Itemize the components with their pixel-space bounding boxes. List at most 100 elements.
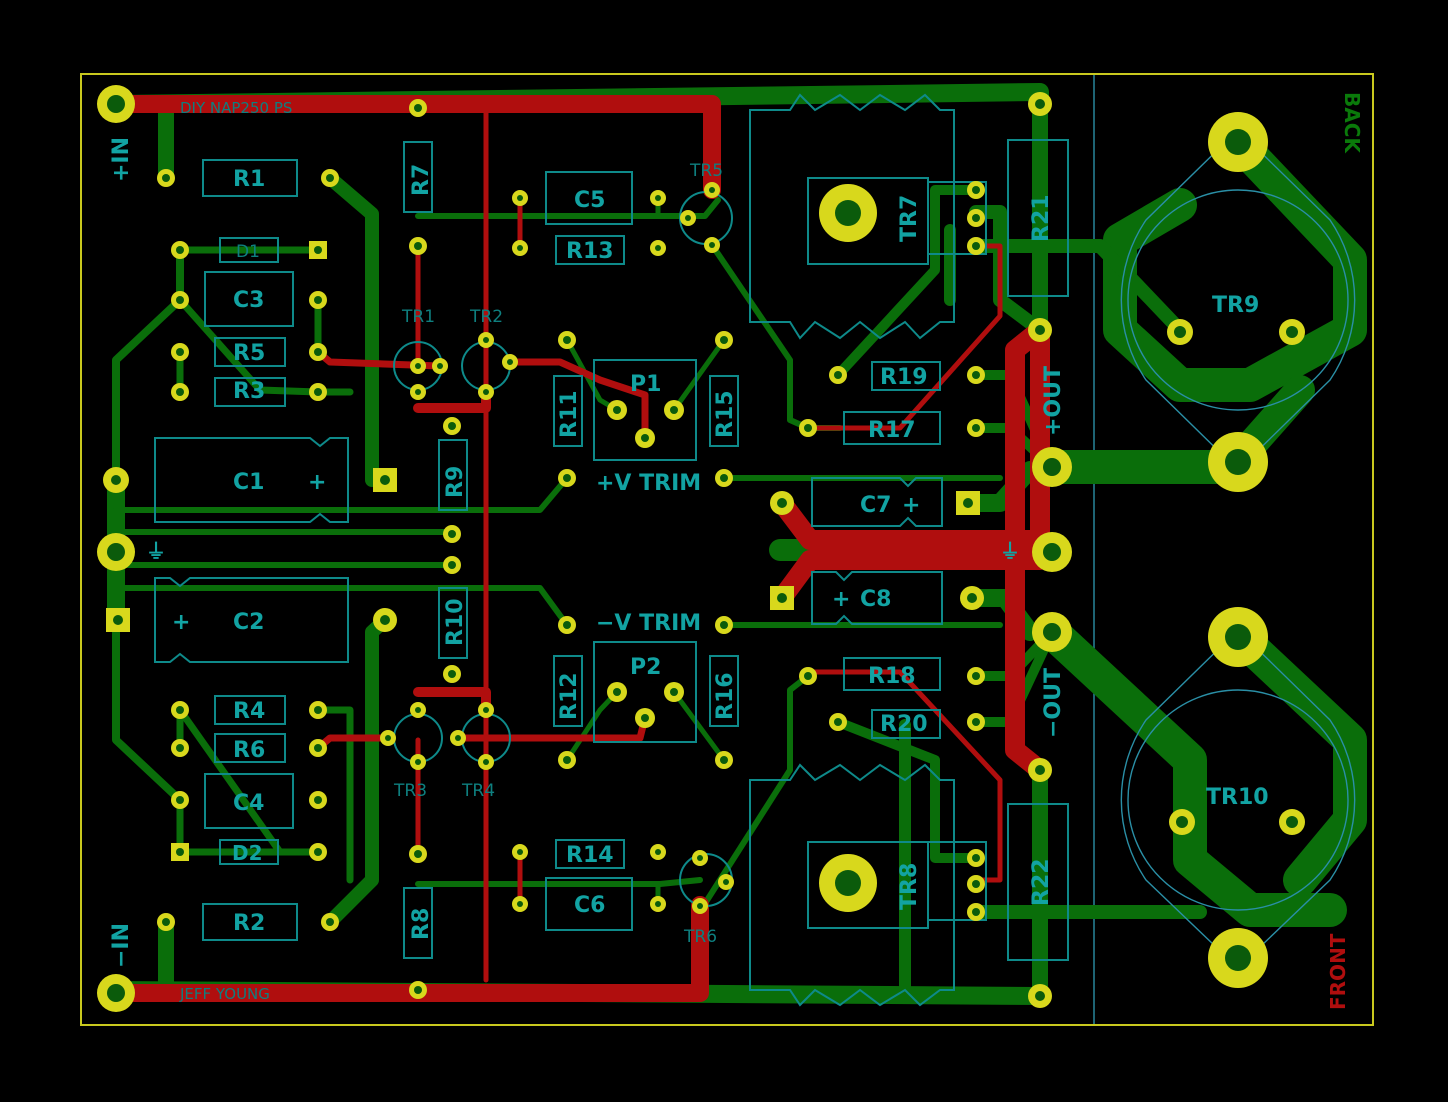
pad-drill-hole (414, 104, 422, 112)
front-copper-traces (107, 83, 1367, 1005)
label-TR4: TR4 (461, 781, 495, 801)
label-R11: R11 (557, 390, 582, 438)
pad-drill-hole (563, 756, 571, 764)
pad-drill-hole (972, 880, 980, 888)
pad-drill-hole (777, 593, 787, 603)
pad-drill-hole (709, 242, 715, 248)
label-TR10: TR10 (1206, 785, 1269, 810)
pad-drill-hole (1174, 326, 1186, 338)
label-R21: R21 (1029, 194, 1054, 242)
label-P2: P2 (630, 655, 661, 680)
pad-drill-hole (1225, 624, 1251, 650)
pad-drill-hole (517, 901, 523, 907)
pad-drill-hole (655, 901, 661, 907)
pad-drill-hole (415, 707, 421, 713)
title-text: DIY NAP250 PS (180, 99, 292, 117)
pad-drill-hole (1035, 991, 1045, 1001)
pad-drill-hole (1225, 945, 1251, 971)
label-R10: R10 (443, 598, 468, 646)
label-C2: C2 (233, 610, 264, 635)
pad-drill-hole (314, 388, 322, 396)
pad-drill-hole (804, 672, 812, 680)
label-C3: C3 (233, 288, 264, 313)
pad-drill-hole (1035, 325, 1045, 335)
pad-drill-hole (563, 336, 571, 344)
label-R17: R17 (868, 418, 916, 443)
pad-drill-hole (176, 296, 184, 304)
label-R16: R16 (713, 672, 738, 720)
pad-drill-hole (963, 498, 973, 508)
pad-drill-hole (972, 908, 980, 916)
pad-drill-hole (613, 406, 621, 414)
pad-drill-hole (314, 848, 322, 856)
pad-drill-hole (972, 214, 980, 222)
pad-drill-hole (176, 796, 184, 804)
pad-drill-hole (517, 245, 523, 251)
pad-drill-hole (613, 688, 621, 696)
pad-drill-hole (655, 195, 661, 201)
pad-drill-hole (972, 186, 980, 194)
pad-drill-hole (414, 850, 422, 858)
pad-drill-hole (414, 242, 422, 250)
author-text: JEFF YOUNG (179, 985, 270, 1003)
pad-drill-hole (162, 918, 170, 926)
label-R22: R22 (1029, 858, 1054, 906)
pad-drill-hole (697, 855, 703, 861)
ground-symbol-out: ⏚ (1000, 539, 1020, 563)
pad-drill-hole (777, 498, 787, 508)
label-R4: R4 (233, 699, 265, 724)
pad-drill-hole (448, 561, 456, 569)
minus-in-label: −IN (109, 923, 134, 968)
pad-drill-hole (448, 670, 456, 678)
pad-drill-hole (113, 615, 123, 625)
pad-drill-hole (1225, 129, 1251, 155)
pad-drill-hole (972, 672, 980, 680)
label-R8: R8 (409, 908, 434, 940)
minus-v-trim-label: −V TRIM (596, 611, 701, 636)
label-C6: C6 (574, 893, 605, 918)
pad-drill-hole (563, 474, 571, 482)
pad-drill-hole (437, 363, 443, 369)
pad-drill-hole (415, 363, 421, 369)
pad-drill-hole (176, 246, 184, 254)
pad-drill-hole (834, 371, 842, 379)
label-TR1: TR1 (401, 307, 435, 327)
label-R20: R20 (880, 712, 928, 737)
pad-drill-hole (1035, 765, 1045, 775)
pad-drill-hole (723, 879, 729, 885)
pad-drill-hole (720, 336, 728, 344)
back-label: BACK (1340, 92, 1364, 154)
pad-drill-hole (314, 348, 322, 356)
front-label: FRONT (1326, 933, 1350, 1010)
pad-drill-hole (448, 422, 456, 430)
pad-drill-hole (697, 903, 703, 909)
pad-drill-hole (380, 475, 390, 485)
pad-drill-hole (655, 245, 661, 251)
board-edge (80, 73, 1374, 1026)
label-TR3: TR3 (393, 781, 427, 801)
plus-mark-C2: + (172, 610, 190, 635)
pad-drill-hole (176, 388, 184, 396)
pad-drill-hole (385, 735, 391, 741)
pad-drill-hole (314, 296, 322, 304)
minus-out-label: −OUT (1041, 668, 1066, 738)
pad-drill-hole (655, 849, 661, 855)
label-TR7: TR7 (897, 195, 922, 242)
label-R3: R3 (233, 379, 265, 404)
label-R6: R6 (233, 738, 265, 763)
plus-mark-C1: + (308, 470, 326, 495)
pad-drill-hole (314, 796, 322, 804)
pad-drill-hole (314, 706, 322, 714)
pad-drill-hole (483, 759, 489, 765)
pad-drill-hole (1043, 623, 1061, 641)
label-R5: R5 (233, 341, 265, 366)
pad-drill-hole (563, 621, 571, 629)
pad-drill-hole (720, 474, 728, 482)
pad-drill-hole (483, 389, 489, 395)
label-TR8: TR8 (897, 863, 922, 910)
pad-drill-hole (1043, 543, 1061, 561)
pad-drill-hole (111, 475, 121, 485)
label-D1: D1 (236, 242, 260, 262)
pad-drill-hole (455, 735, 461, 741)
